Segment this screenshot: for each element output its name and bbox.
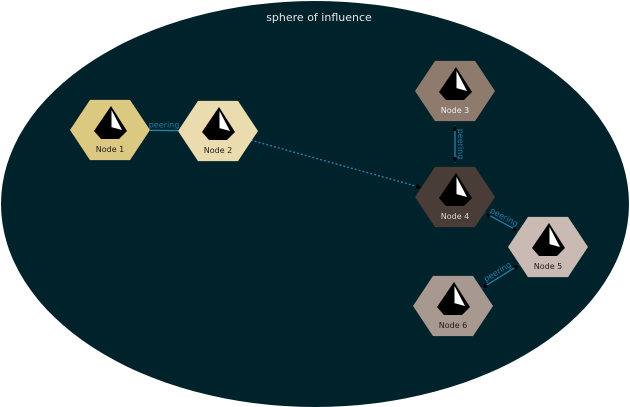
- sailboat-icon: [532, 223, 565, 256]
- sailboat-icon: [439, 67, 472, 100]
- node-label: Node 6: [439, 321, 468, 330]
- edge-n2-n4: [250, 139, 423, 189]
- sailboat-icon: [94, 106, 127, 139]
- node-label: Node 3: [441, 106, 470, 115]
- node-3[interactable]: Node 3: [415, 60, 495, 122]
- node-5[interactable]: Node 5: [508, 216, 588, 278]
- sailboat-icon: [439, 173, 472, 206]
- nodes-layer: Node 1 Node 2 Node 3 Node 4 Node 5 Node 6: [70, 60, 588, 337]
- sailboat-icon: [437, 282, 470, 315]
- node-4[interactable]: Node 4: [415, 166, 495, 228]
- node-label: Node 4: [441, 212, 470, 221]
- sphere-title: sphere of influence: [266, 11, 372, 24]
- node-1[interactable]: Node 1: [70, 99, 150, 161]
- edge-line: [484, 212, 519, 232]
- edge-n1-n2: peering: [143, 120, 185, 134]
- sailboat-icon: [202, 107, 235, 140]
- edge-label: peering: [456, 129, 465, 160]
- node-label: Node 5: [534, 262, 563, 271]
- edge-line: [481, 264, 520, 289]
- node-label: Node 2: [204, 146, 233, 155]
- node-label: Node 1: [96, 145, 125, 154]
- node-6[interactable]: Node 6: [413, 275, 493, 337]
- edge-line: [250, 139, 423, 189]
- edge-label: peering: [149, 120, 180, 129]
- edge-n3-n4: peering: [452, 125, 465, 163]
- node-2[interactable]: Node 2: [178, 100, 258, 162]
